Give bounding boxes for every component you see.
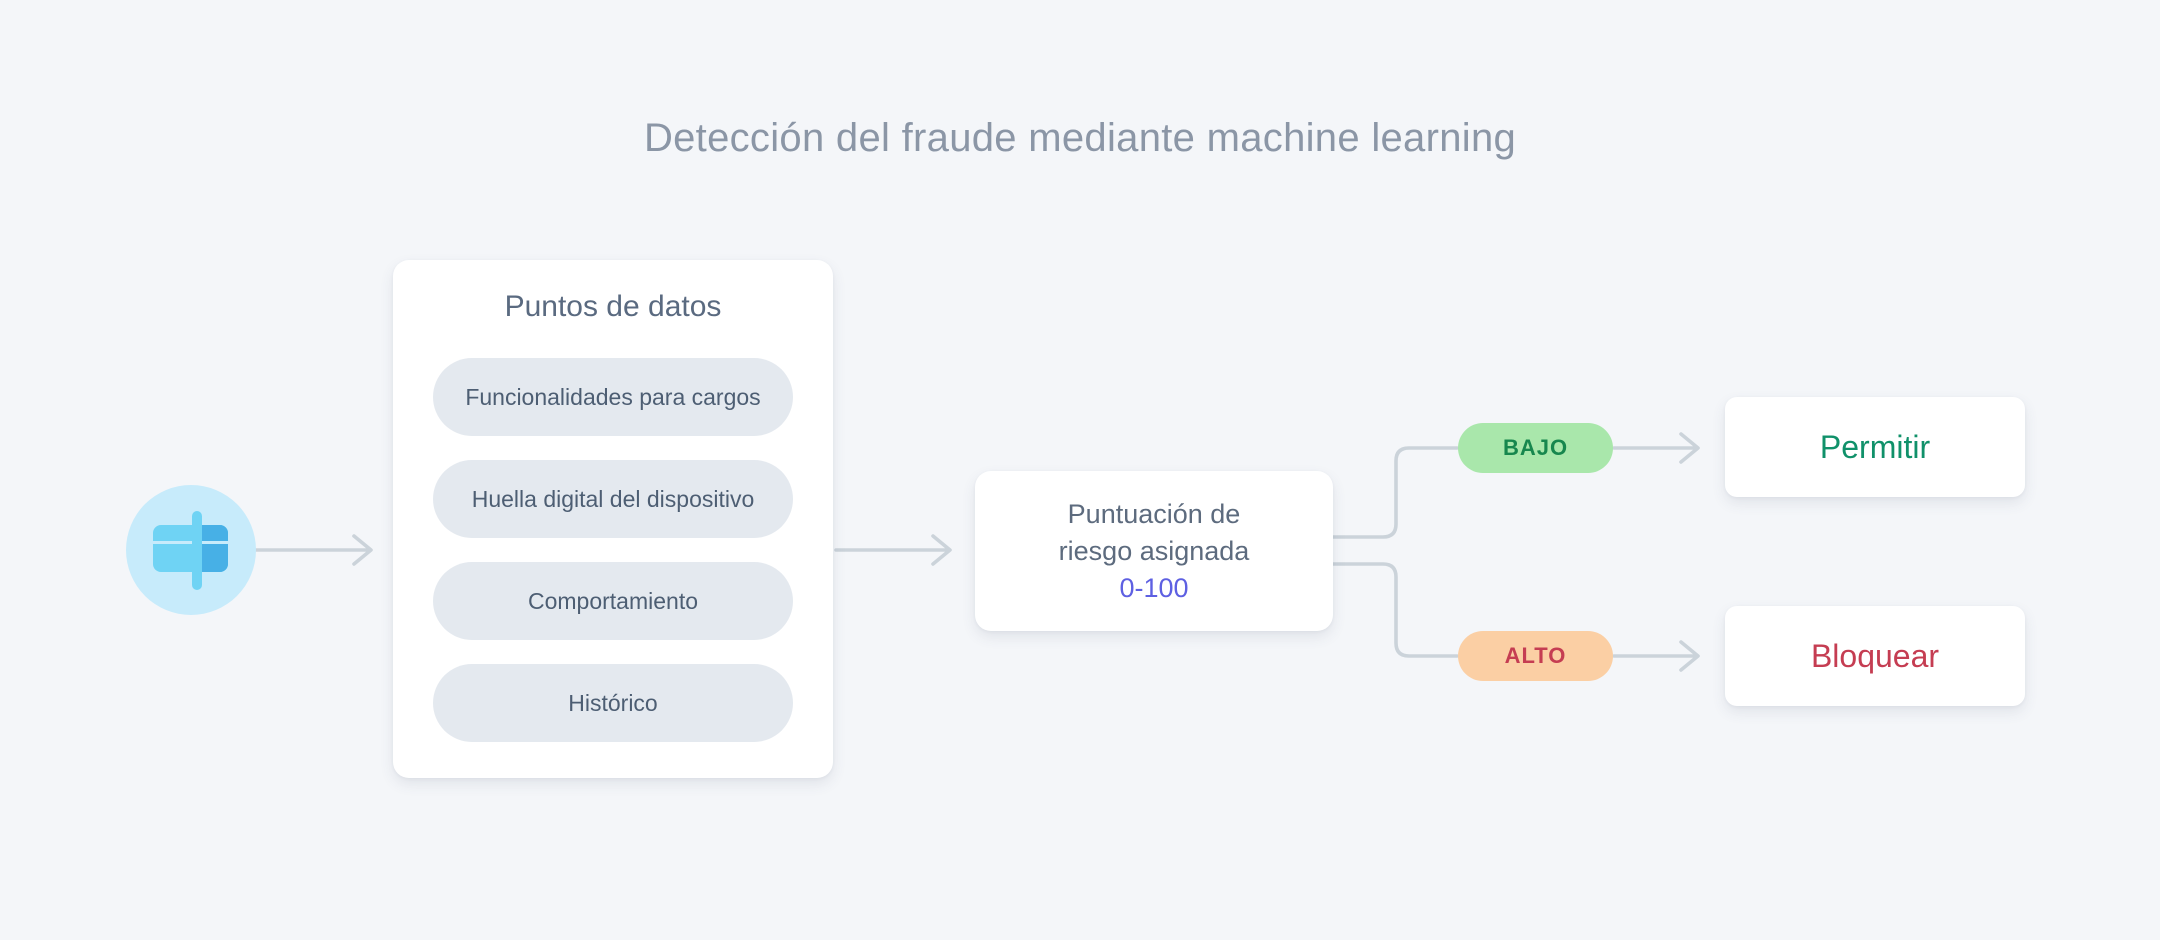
branch-line-low (1331, 446, 1459, 539)
data-point-pill-history: Histórico (433, 664, 793, 742)
action-card-allow: Permitir (1725, 397, 2025, 497)
diagram-title: Detección del fraude mediante machine le… (643, 116, 1517, 160)
arrow-data-points-to-score (834, 534, 952, 566)
data-point-pill-charge-features: Funcionalidades para cargos (433, 358, 793, 436)
risk-score-card: Puntuación de riesgo asignada 0-100 (975, 471, 1333, 631)
arrow-low-to-allow (1612, 432, 1700, 464)
branch-line-high (1331, 562, 1459, 658)
risk-score-range: 0-100 (1119, 573, 1189, 603)
credit-card-icon-body-dark (202, 544, 228, 572)
action-allow-label: Permitir (1819, 428, 1931, 465)
arrow-input-to-data-points (254, 534, 373, 566)
action-block-label: Bloquear (1810, 637, 1940, 674)
credit-card-icon-stripe-dark (202, 525, 228, 541)
risk-badge-high: ALTO (1458, 631, 1613, 681)
data-point-pill-behavior: Comportamiento (433, 562, 793, 640)
risk-badge-low: BAJO (1458, 423, 1613, 473)
action-card-block: Bloquear (1725, 606, 2025, 706)
data-points-card: Puntos de datos Funcionalidades para car… (393, 260, 833, 778)
payment-input-node (126, 485, 256, 615)
risk-score-text-line1: Puntuación de (1067, 499, 1241, 529)
risk-score-text-line2: riesgo asignada (1058, 536, 1250, 566)
data-point-pill-device-fingerprint: Huella digital del dispositivo (433, 460, 793, 538)
arrow-high-to-block (1612, 640, 1700, 672)
credit-card-icon-vertical-bar (192, 511, 202, 590)
data-points-title: Puntos de datos (504, 290, 722, 323)
